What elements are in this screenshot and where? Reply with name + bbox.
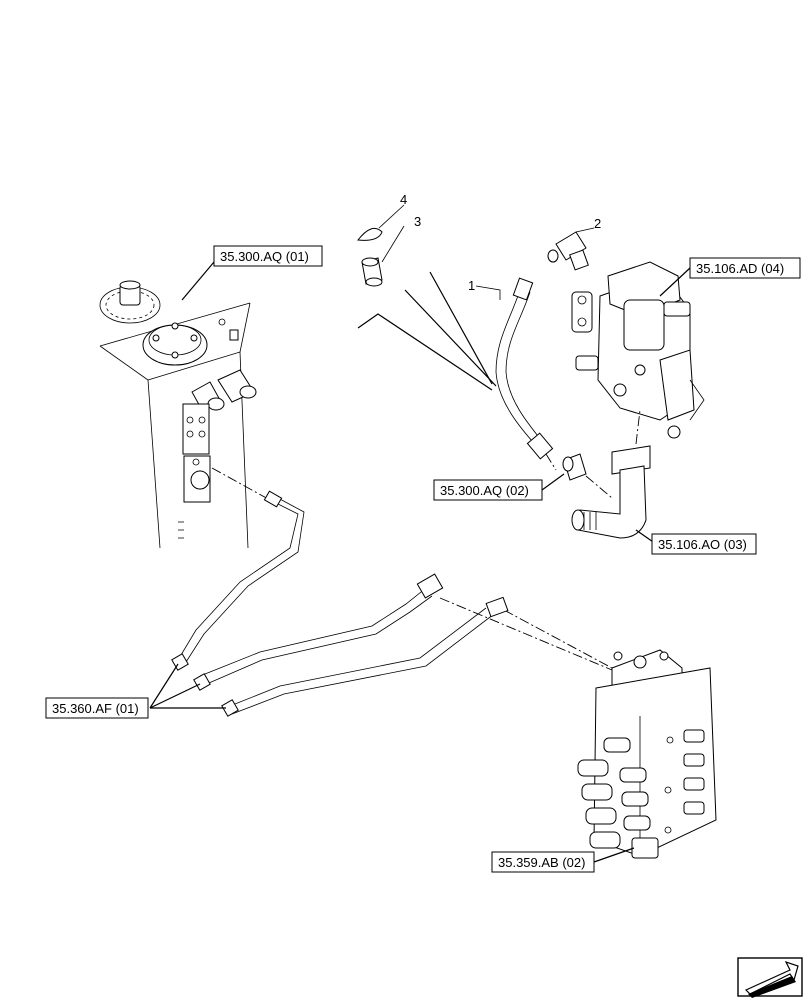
tank-reference[interactable]: 35.300.AQ (01) bbox=[220, 249, 309, 264]
elbow-pipe bbox=[571, 445, 651, 539]
next-page-arrow-icon[interactable] bbox=[737, 957, 803, 998]
item-number-4[interactable]: 4 bbox=[400, 192, 407, 207]
item-number-3[interactable]: 3 bbox=[414, 214, 421, 229]
straight-fitting bbox=[562, 453, 587, 481]
elbow-reference[interactable]: 35.106.AO (03) bbox=[658, 537, 747, 552]
hoses-reference[interactable]: 35.360.AF (01) bbox=[52, 701, 139, 716]
fitting-reference[interactable]: 35.300.AQ (02) bbox=[440, 483, 529, 498]
lower-hoses bbox=[171, 490, 509, 717]
valve-reference[interactable]: 35.359.AB (02) bbox=[498, 855, 585, 870]
plug-item bbox=[361, 257, 383, 287]
control-valve bbox=[577, 649, 717, 859]
valve-spools bbox=[577, 737, 651, 849]
elbow-fitting-item bbox=[547, 231, 589, 271]
hydraulic-pump bbox=[571, 261, 705, 439]
hose-item bbox=[495, 277, 554, 460]
pump-reference[interactable]: 35.106.AD (04) bbox=[696, 261, 784, 276]
hydraulic-tank bbox=[99, 280, 257, 549]
item-number-2[interactable]: 2 bbox=[594, 216, 601, 231]
item-number-1[interactable]: 1 bbox=[468, 278, 475, 293]
cap-item bbox=[357, 227, 383, 241]
